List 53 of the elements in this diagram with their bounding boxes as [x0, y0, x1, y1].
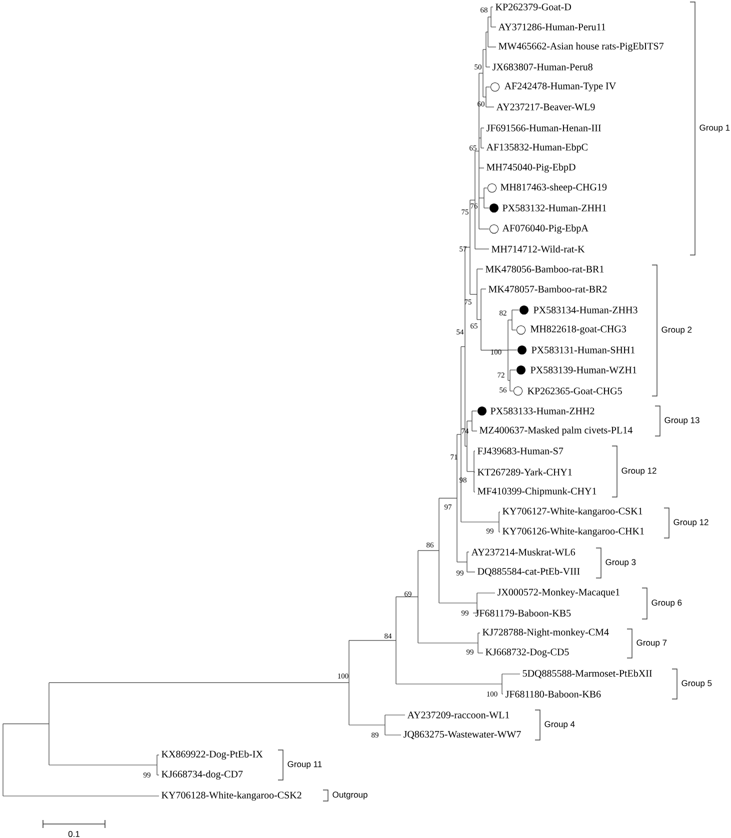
group-label: Group 6 — [652, 600, 682, 608]
taxon-label: MK478056-Bamboo-rat-BR1 — [486, 265, 604, 272]
taxon-label: DQ885584-cat-PtEb-VIII — [478, 568, 580, 576]
taxon-label: PX583134-Human-ZHH3 — [534, 306, 638, 314]
taxon-label: MH745040-Pig-EbpD — [486, 163, 576, 173]
taxon-label: MF410399-Chipmunk-CHY1 — [478, 487, 596, 497]
taxon-label: KP262365-Goat-CHG5 — [528, 388, 622, 394]
taxon-label: KT267289-Yark-CHY1 — [478, 468, 572, 476]
taxon-label: PX583139-Human-WZH1 — [530, 366, 636, 374]
taxon-label: MH822618-goat-CHG3 — [530, 326, 626, 334]
taxon-label: PX583132-Human-ZHH1 — [502, 204, 606, 212]
taxon-label: KY706127-White-kangaroo-CSK1 — [502, 507, 642, 517]
taxon-label: MK478057-Bamboo-rat-BR2 — [488, 285, 607, 292]
group-label: Group 12 — [674, 519, 708, 527]
taxon-label: AY237209-raccoon-WL1 — [407, 712, 510, 718]
taxon-label: PX583133-Human-ZHH2 — [490, 408, 594, 414]
taxon-label: 5DQ885588-Marmoset-PtEbXII — [522, 670, 652, 678]
group-label: Outgroup — [332, 792, 368, 800]
taxon-label: AF076040-Pig-EbpA — [502, 224, 588, 234]
taxon-label: AY371286-Human-Peru11 — [498, 24, 606, 30]
taxon-label: MW465662-Asian house rats-PigEbITS7 — [498, 42, 664, 52]
group-label: Group 11 — [288, 761, 322, 769]
taxon-label: JX683807-Human-Peru8 — [492, 64, 592, 70]
scale-label: 0.1 — [68, 831, 80, 837]
taxon-label: KJ668732-Dog-CD5 — [486, 648, 569, 658]
taxon-label: JX000572-Monkey-Macaque1 — [498, 588, 620, 598]
group-label: Group 5 — [682, 680, 712, 688]
group-label: Group 13 — [664, 417, 700, 425]
group-label: Group 4 — [544, 721, 575, 729]
taxon-label: JQ863275-Wastewater-WW7 — [404, 730, 521, 740]
group-label: Group 2 — [662, 326, 692, 334]
taxon-label: MH817463-sheep-CHG19 — [500, 183, 607, 193]
taxon-label: KY706126-White-kangaroo-CHK1 — [502, 527, 644, 537]
taxon-label: AY237214-Muskrat-WL6 — [471, 548, 576, 556]
taxon-label: KY706128-White-kangaroo-CSK2 — [162, 791, 302, 801]
taxon-label: FJ439683-Human-S7 — [478, 448, 564, 454]
taxon-label: MH714712-Wild-rat-K — [492, 245, 585, 253]
group-label: Group 1 — [700, 124, 730, 132]
taxon-label: KJ668734-dog-CD7 — [162, 770, 243, 780]
group-label: Group 7 — [636, 640, 667, 648]
taxon-label: MZ400637-Masked palm civets-PL14 — [480, 426, 632, 436]
taxon-label: KX869922-Dog-PtEb-IX — [162, 750, 263, 760]
taxon-label: PX583131-Human-SHH1 — [532, 346, 635, 354]
taxon-label: AF242478-Human-Type IV — [504, 82, 616, 92]
taxon-label: JF681180-Baboon-KB6 — [506, 690, 601, 698]
taxon-label: AF135832-Human-EbpC — [486, 143, 588, 153]
taxon-label: JF691566-Human-Henan-III — [486, 124, 601, 132]
taxon-label: JF681179-Baboon-KB5 — [476, 609, 571, 616]
taxon-label: KJ728788-Night-monkey-CM4 — [482, 628, 609, 638]
group-label: Group 12 — [622, 468, 656, 476]
taxon-label: KP262379-Goat-D — [496, 4, 571, 10]
taxon-label: AY237217-Beaver-WL9 — [496, 104, 595, 110]
group-label: Group 3 — [606, 559, 636, 567]
